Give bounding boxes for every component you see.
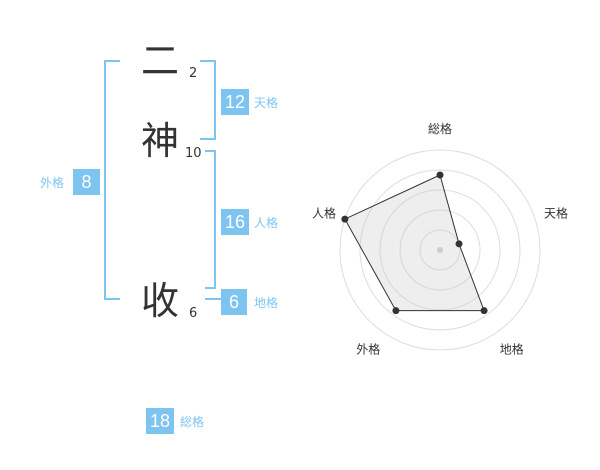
gaikaku-bracket <box>104 60 120 300</box>
radar-axis-label: 外格 <box>356 342 380 357</box>
soukaku-value: 18 <box>146 408 174 434</box>
radar-point-1 <box>436 171 444 179</box>
stroke-count-3: 6 <box>189 306 198 321</box>
radar-axis-label: 天格 <box>544 205 568 220</box>
radar-ring <box>379 189 501 311</box>
jinkaku-label: 人格 <box>254 216 279 230</box>
stroke-count-1: 2 <box>189 66 198 81</box>
radar-point-5 <box>341 215 349 223</box>
name-char-2: 神 <box>141 119 180 163</box>
radar-ring <box>399 209 481 291</box>
name-char-1: 二 <box>141 39 180 83</box>
radar-axis-label: 人格 <box>312 205 336 220</box>
radar-ring <box>359 169 521 331</box>
radar-center <box>437 247 443 253</box>
tenkaku-bracket <box>200 60 216 140</box>
radar-point-3 <box>480 307 488 315</box>
radar-ring <box>419 229 461 271</box>
radar-ring <box>339 149 541 351</box>
jinkaku-bracket <box>205 150 216 289</box>
radar-point-4 <box>392 307 400 315</box>
gaikaku-value: 8 <box>73 169 100 195</box>
tenkaku-value: 12 <box>221 89 249 115</box>
radar-axis-label: 総格 <box>428 121 452 136</box>
chikaku-label: 地格 <box>254 296 279 310</box>
jinkaku-value: 16 <box>221 209 249 235</box>
radar-axis-label: 地格 <box>500 342 524 357</box>
soukaku-label: 総格 <box>180 415 205 429</box>
radar-point-2 <box>455 240 463 248</box>
tenkaku-label: 天格 <box>254 96 279 110</box>
chikaku-value: 6 <box>221 289 247 315</box>
chikaku-connector <box>205 298 221 300</box>
radar-polygon <box>344 174 485 312</box>
name-char-3: 收 <box>141 279 180 323</box>
gaikaku-label: 外格 <box>40 176 65 190</box>
stroke-count-2: 10 <box>185 146 202 161</box>
